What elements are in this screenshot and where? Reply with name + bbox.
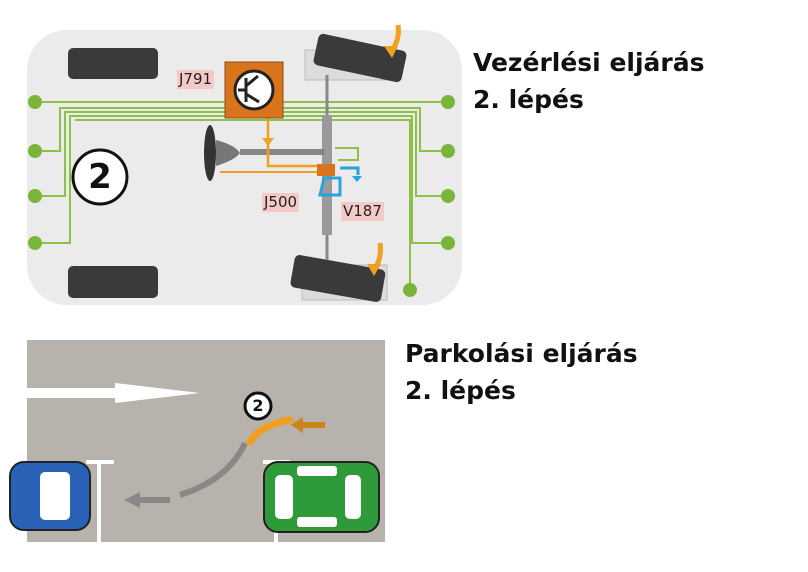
steering-heading: Vezérlési eljárás 2. lépés [473,44,705,118]
parking-diagram [9,340,385,542]
vehicle-body [27,30,462,305]
label-j500: J500 [262,193,300,212]
label-j791: J791 [177,70,215,89]
sensor-nodes [28,95,455,297]
direction-arrow-icon [27,383,200,403]
parking-heading-line2: 2. lépés [405,376,516,405]
vehicle-steering-diagram [27,24,462,305]
parking-heading-line1: Parkolási eljárás [405,339,638,368]
step-number: 2 [88,157,112,197]
steering-wheel [204,125,216,181]
wheel-rear-left [68,266,158,298]
wheel-front-left [68,48,158,79]
wheels [68,33,407,302]
steer-path [246,416,294,446]
parking-heading: Parkolási eljárás 2. lépés [405,335,638,409]
motor-flow [318,166,360,197]
steering-heading-line2: 2. lépés [473,85,584,114]
wheel-rear-right [290,255,386,302]
wheel-front-right [313,33,407,83]
step-badge [71,148,129,206]
parking-markers [86,460,290,542]
step-badge [243,391,273,421]
steering-heading-line1: Vezérlési eljárás [473,48,705,77]
reverse-path [179,441,248,498]
label-v187: V187 [341,202,384,221]
parking-step-number: 2 [252,396,264,415]
